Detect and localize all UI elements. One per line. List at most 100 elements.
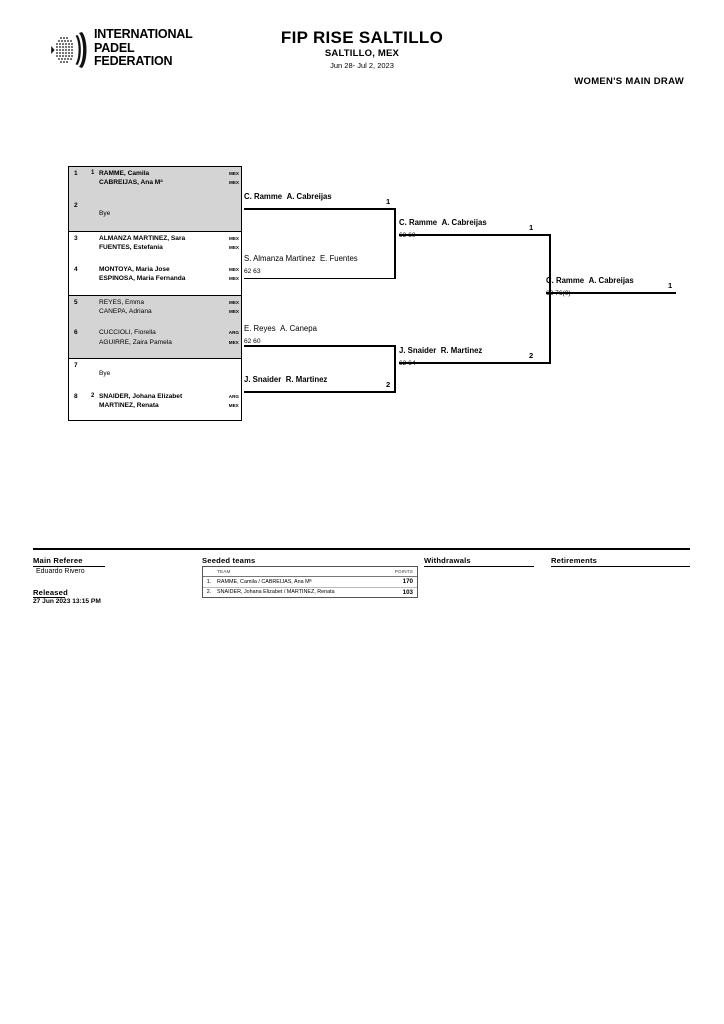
round2-match-2[interactable]: S. Almanza Martinez E. Fuentes 62 63: [244, 248, 394, 276]
match-score: 62 60: [244, 337, 261, 345]
country-1: MEX: [229, 299, 239, 305]
entry-players: CUCCIOLI, Fiorella AGUIRRE, Zaira Pamela: [99, 328, 217, 346]
title-block: FIP RISE SALTILLO SALTILLO, MEX Jun 28- …: [182, 28, 542, 71]
entry-players: REYES, Emma CANEPA, Adriana: [99, 298, 217, 316]
country-2: MEX: [228, 403, 239, 409]
entry-line-number: 7: [74, 362, 78, 370]
main-referee-name: Eduardo Rivero: [36, 568, 85, 575]
connector-line: [244, 277, 396, 280]
player-1: MONTOYA, Maria Jose: [99, 265, 170, 273]
event-city: SALTILLO, MEX: [324, 48, 400, 59]
round2-match-3[interactable]: E. Reyes A. Canepa 62 60: [244, 318, 394, 346]
player-2: MARTINEZ, Renata: [99, 402, 159, 410]
connector-line: [244, 391, 396, 393]
player-2: AGUIRRE, Zaira Pamela: [99, 338, 172, 346]
entry-players: RAMME, Camila CABREIJAS, Ana Mª: [99, 169, 217, 187]
entry-countries: MEX MEX: [229, 298, 239, 316]
page-header: INTERNATIONAL PADEL FEDERATION FIP RISE …: [0, 0, 724, 110]
connector-line: [399, 234, 551, 236]
table-row[interactable]: 2. SNAIDER, Johana Elizabet / MARTINEZ, …: [203, 588, 417, 598]
country-1: MEX: [229, 171, 239, 176]
player-1: REYES, Emma: [99, 298, 145, 306]
match-score: 62 63: [244, 267, 261, 275]
retirements-label: Retirements: [551, 556, 598, 565]
round1-entry-2[interactable]: 2 Bye: [69, 198, 241, 231]
player-2: ESPINOSA, Maria Fernanda: [99, 274, 186, 282]
country-1: ARG: [228, 394, 239, 400]
country-1: ARG: [228, 330, 239, 336]
entry-countries: ARG MEX: [229, 328, 239, 346]
round1-entry-8[interactable]: 8 2 SNAIDER, Johana Elizabet MARTINEZ, R…: [69, 390, 241, 422]
connector-line: [244, 345, 396, 347]
advancing-player-1: E. Reyes: [244, 324, 276, 333]
main-referee-label: Main Referee: [33, 556, 83, 565]
connector-line: [399, 362, 551, 364]
seed-number: 2.: [206, 589, 212, 596]
connector-line: [549, 234, 551, 364]
ipf-ball-logo-icon: [51, 32, 87, 68]
entry-line-number: 3: [74, 234, 78, 242]
column-header-points: POINTS: [394, 569, 413, 574]
entry-line-number: 2: [74, 201, 78, 209]
seeded-teams-table: TEAM POINTS 1. RAMME, Camila / CABREIJAS…: [202, 566, 418, 598]
advancing-player-1: J. Snaider: [244, 375, 282, 384]
country-2: MEX: [228, 339, 239, 345]
entry-countries: MEX MEX: [229, 234, 239, 252]
seed-number: 1.: [206, 578, 212, 585]
advancing-player-1: C. Ramme: [244, 192, 283, 201]
main-referee-underline: [33, 566, 105, 568]
entry-bye: Bye: [99, 209, 111, 217]
seeded-teams-label: Seeded teams: [202, 556, 256, 565]
retirements-underline: [551, 566, 690, 568]
logo-line-2: PADEL: [94, 40, 135, 55]
withdrawals-underline: [424, 566, 534, 568]
event-title: FIP RISE SALTILLO: [280, 28, 444, 47]
player-1: RAMME, Camila: [99, 170, 150, 177]
round1-entry-6[interactable]: 6 CUCCIOLI, Fiorella AGUIRRE, Zaira Pame…: [69, 326, 241, 359]
advancing-player-2: R. Martinez: [440, 346, 483, 355]
entry-line-number: 1: [74, 170, 78, 177]
advancing-seed: 2: [529, 351, 534, 360]
round2-match-1[interactable]: C. Ramme A. Cabreijas 1: [244, 186, 394, 206]
entry-line-number: 5: [74, 298, 78, 306]
advancing-player-2: E. Fuentes: [319, 254, 358, 263]
ipf-logo: INTERNATIONAL PADEL FEDERATION: [48, 27, 193, 73]
logo-line-3: FEDERATION: [94, 54, 173, 68]
advancing-player-2: R. Martinez: [285, 375, 328, 384]
entry-players: ALMANZA MARTINEZ, Sara FUENTES, Estefaní…: [99, 234, 217, 252]
player-2: CANEPA, Adriana: [99, 307, 152, 315]
country-1: MEX: [229, 235, 239, 241]
table-row[interactable]: 1. RAMME, Camila / CABREIJAS, Ana Mª 170: [203, 577, 417, 588]
seed-team: SNAIDER, Johana Elizabet / MARTINEZ, Ren…: [217, 589, 335, 596]
advancing-seed: 1: [668, 281, 673, 290]
column-header-team: TEAM: [217, 569, 231, 574]
connector-line: [394, 208, 396, 278]
connector-line: [244, 208, 396, 210]
entry-countries: MEX MEX: [229, 169, 239, 187]
round2-match-4[interactable]: J. Snaider R. Martinez 2: [244, 369, 394, 389]
advancing-player-1: J. Snaider: [399, 346, 437, 355]
round1-entry-7[interactable]: 7 Bye: [69, 358, 241, 390]
country-2: MEX: [229, 275, 239, 281]
entry-seed: 2: [91, 393, 95, 400]
advancing-seed: 2: [386, 380, 391, 389]
advancing-player-1: C. Ramme: [546, 276, 585, 285]
round1-entry-3[interactable]: 3 ALMANZA MARTINEZ, Sara FUENTES, Estefa…: [69, 230, 241, 263]
advancing-seed: 1: [529, 223, 534, 232]
country-2: MEX: [229, 180, 239, 186]
released-value: 27 Jun 2023 13:15 PM: [33, 598, 101, 605]
entry-bye: Bye: [99, 370, 111, 378]
footer-divider: [33, 548, 690, 551]
round1-entry-5[interactable]: 5 REYES, Emma CANEPA, Adriana MEX MEX: [69, 294, 241, 327]
table-header-row: TEAM POINTS: [203, 567, 417, 577]
entry-line-number: 8: [74, 393, 78, 401]
round1-entry-4[interactable]: 4 MONTOYA, Maria Jose ESPINOSA, Maria Fe…: [69, 263, 241, 295]
country-2: MEX: [229, 244, 239, 250]
released-underline: [33, 597, 65, 599]
advancing-player-2: A. Cabreijas: [441, 218, 487, 227]
logo-line-1: INTERNATIONAL: [94, 27, 193, 41]
entry-players: MONTOYA, Maria Jose ESPINOSA, Maria Fern…: [99, 265, 217, 283]
round1-entry-1[interactable]: 1 1 RAMME, Camila CABREIJAS, Ana Mª MEX …: [69, 167, 241, 199]
entry-line-number: 6: [74, 329, 78, 337]
connector-line: [546, 292, 676, 294]
